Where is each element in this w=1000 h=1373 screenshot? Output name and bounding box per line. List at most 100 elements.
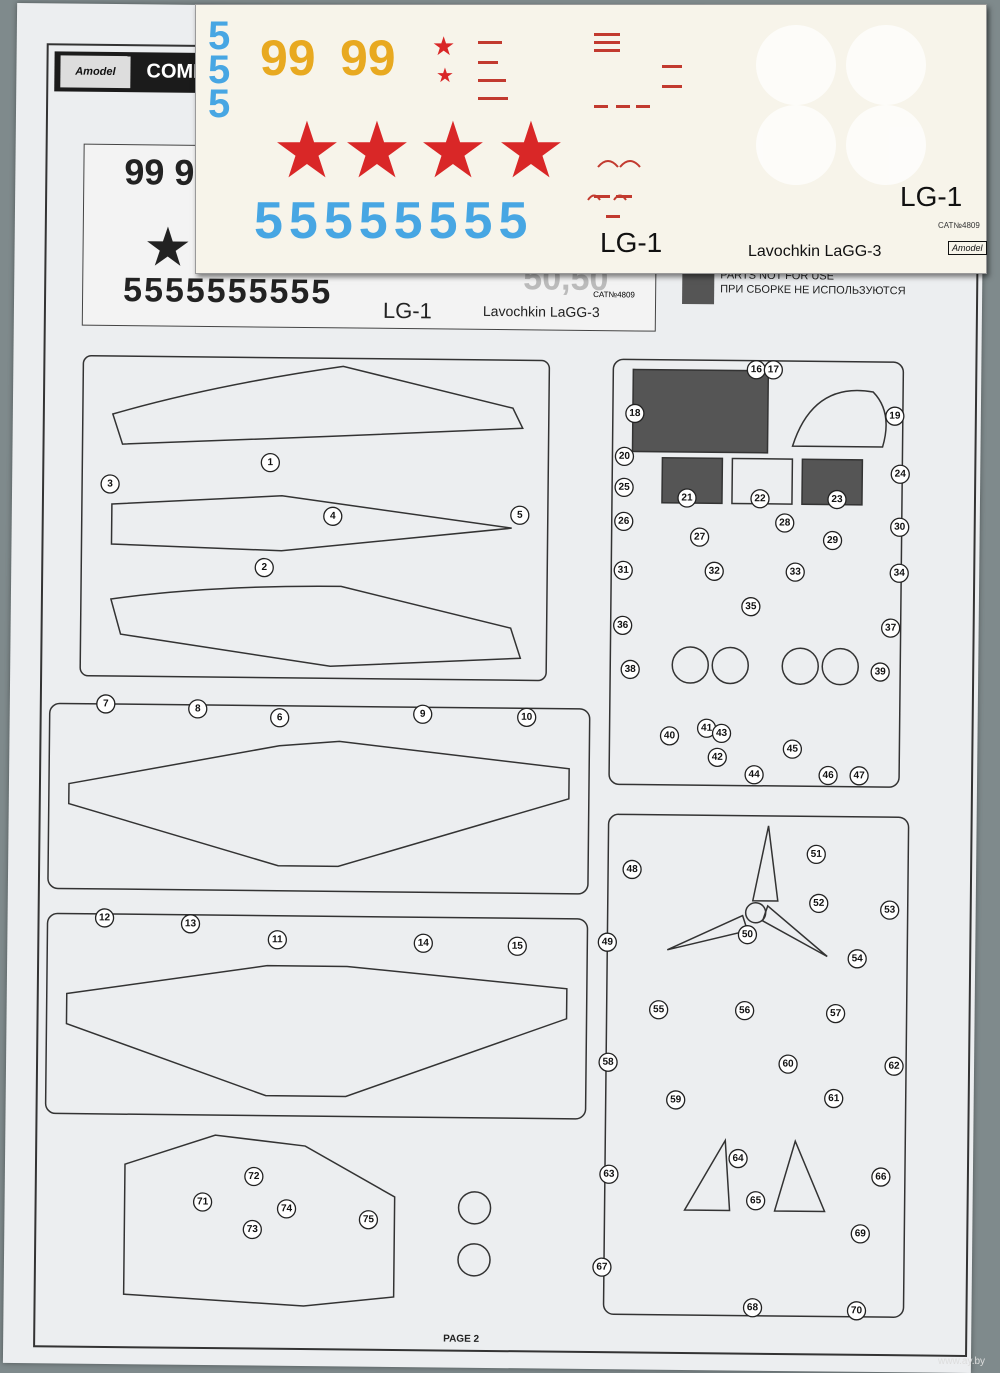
part-number-marker xyxy=(846,1301,867,1321)
wheel-left-b xyxy=(711,646,749,685)
part-number-marker xyxy=(96,694,116,714)
part-number-label: 4 xyxy=(330,511,336,522)
watermark: www.ay.by xyxy=(938,1356,986,1367)
part-number-marker xyxy=(744,765,764,785)
part-number-label: 47 xyxy=(853,770,865,781)
part-number-marker xyxy=(750,489,770,509)
wheel-right-b xyxy=(821,647,859,686)
part-number-marker xyxy=(870,662,890,682)
part-number-marker xyxy=(778,1054,798,1074)
part-number-marker xyxy=(880,900,900,920)
propeller-blade-3 xyxy=(761,904,828,958)
wing-lower xyxy=(65,964,568,1098)
part-number-marker xyxy=(806,844,826,865)
part-number-marker xyxy=(648,1000,669,1020)
small-red-star-icon: ★ xyxy=(432,31,456,61)
part-number-marker xyxy=(94,908,115,928)
part-number-marker xyxy=(890,517,910,537)
page-number: PAGE 2 xyxy=(443,1333,480,1345)
part-number-marker xyxy=(614,446,635,467)
part-number-marker xyxy=(850,1224,870,1244)
decal-sheet-logo: Amodel xyxy=(948,241,987,255)
decal-code-b: LG-1 xyxy=(900,181,963,212)
part-number-label: 31 xyxy=(618,565,630,576)
part-number-label: 26 xyxy=(618,516,630,527)
part-number-marker xyxy=(510,505,530,525)
part-number-label: 40 xyxy=(664,730,676,741)
part-number-marker xyxy=(871,1167,891,1187)
part-number-marker xyxy=(889,563,909,583)
part-number-label: 22 xyxy=(754,493,766,504)
part-number-marker xyxy=(620,659,640,680)
part-number-label: 49 xyxy=(602,937,614,948)
part-number-marker xyxy=(323,506,343,526)
part-number-label: 58 xyxy=(602,1057,614,1068)
part-number-marker xyxy=(598,1052,618,1072)
part-number-marker xyxy=(517,707,537,727)
part-number-label: 25 xyxy=(618,482,630,493)
decal-sheet-catalog: CAT№4809 xyxy=(938,221,980,230)
part-number-marker xyxy=(242,1219,262,1240)
part-number-marker xyxy=(270,708,290,728)
part-number-marker xyxy=(822,530,843,551)
part-number-label: 13 xyxy=(185,918,197,929)
part-number-label: 71 xyxy=(197,1196,209,1207)
part-number-marker xyxy=(741,597,761,617)
part-number-label: 10 xyxy=(521,712,533,723)
part-number-label: 8 xyxy=(195,703,201,714)
part-number-marker xyxy=(711,723,732,744)
part-number-marker xyxy=(666,1090,686,1110)
wheel-hub-b xyxy=(457,1243,491,1277)
part-number-marker xyxy=(254,557,274,578)
part-number-label: 44 xyxy=(748,769,760,780)
part-number-marker xyxy=(728,1148,748,1169)
part-number-label: 24 xyxy=(895,469,907,480)
part-number-label: 51 xyxy=(811,849,823,860)
part-number-label: 41 xyxy=(701,723,713,734)
red-star-icon: ★ xyxy=(342,106,412,194)
fuselage-half-right xyxy=(109,585,522,668)
part-number-label: 56 xyxy=(739,1005,751,1016)
part-number-label: 11 xyxy=(272,934,283,945)
decal-blue-5-row: 55555555 xyxy=(254,192,534,250)
sprue-frame-wing-upper xyxy=(47,702,591,895)
part-number-label: 15 xyxy=(512,941,524,952)
part-number-label: 1 xyxy=(268,457,274,468)
fuselage-half-left xyxy=(111,365,524,445)
part-number-label: 3 xyxy=(107,478,113,489)
part-number-marker xyxy=(885,406,905,426)
decal-99-a: 99 xyxy=(260,30,316,86)
part-number-label: 39 xyxy=(875,666,887,677)
part-number-marker xyxy=(180,914,201,934)
part-number-marker xyxy=(625,403,645,424)
part-number-marker xyxy=(763,360,783,380)
part-number-marker xyxy=(785,562,805,582)
part-number-label: 17 xyxy=(768,364,780,375)
part-number-marker xyxy=(244,1166,264,1187)
part-number-label: 70 xyxy=(851,1305,863,1316)
part-number-label: 64 xyxy=(732,1153,744,1164)
part-number-label: 16 xyxy=(751,364,763,375)
part-number-label: 14 xyxy=(418,938,430,949)
part-number-marker xyxy=(413,933,433,953)
part-number-label: 36 xyxy=(617,620,629,631)
decal-markings xyxy=(478,25,926,218)
part-number-label: 42 xyxy=(712,752,724,763)
cockpit-panel-dark xyxy=(631,368,770,454)
part-number-marker xyxy=(824,1088,844,1109)
part-number-label: 63 xyxy=(603,1169,615,1180)
part-number-marker xyxy=(827,489,847,510)
part-number-label: 12 xyxy=(99,912,111,923)
rudder-part-b xyxy=(773,1138,826,1213)
part-number-marker xyxy=(614,511,634,531)
part-number-label: 53 xyxy=(884,905,896,916)
part-number-marker xyxy=(358,1210,379,1230)
part-number-label: 43 xyxy=(716,728,728,739)
part-number-label: 67 xyxy=(596,1262,608,1273)
part-number-marker xyxy=(614,477,634,498)
part-number-label: 65 xyxy=(750,1195,762,1206)
